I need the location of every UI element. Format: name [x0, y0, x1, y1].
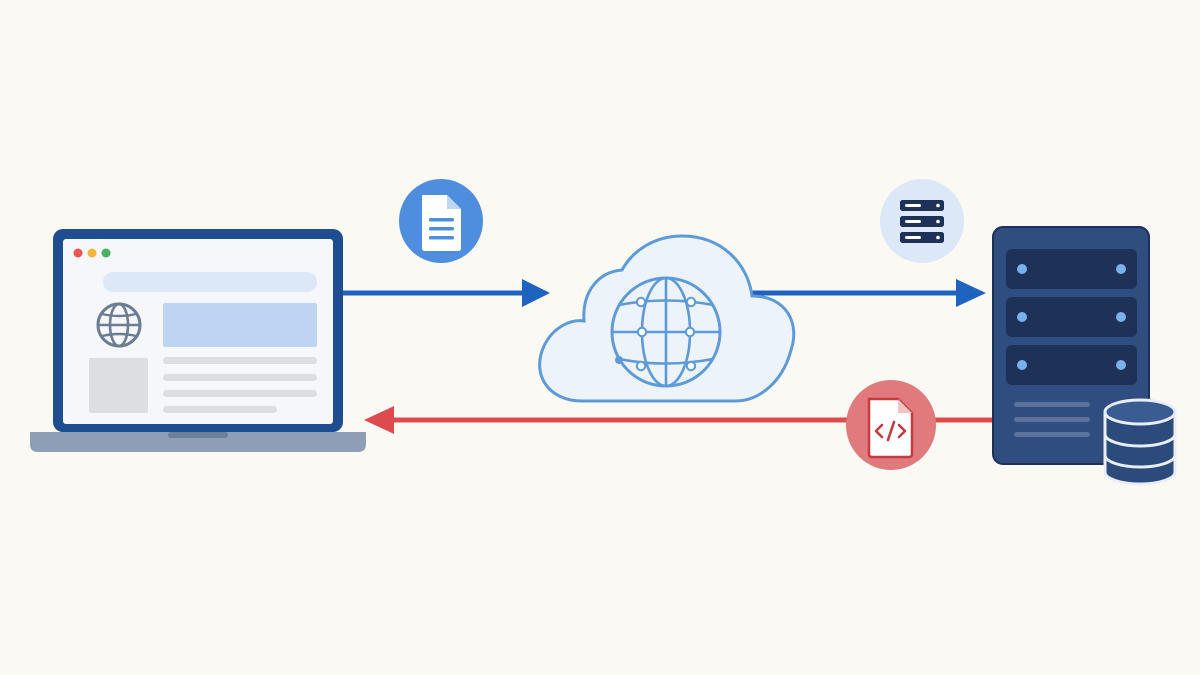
browser-address-bar	[103, 272, 317, 292]
laptop-icon	[30, 229, 366, 452]
globe-icon	[96, 302, 142, 348]
browser-text-line	[163, 406, 277, 413]
window-dot-green	[101, 248, 111, 258]
browser-text-line	[163, 390, 317, 397]
database-icon	[1103, 398, 1177, 486]
laptop-base	[30, 432, 366, 452]
document-icon	[399, 179, 483, 263]
request-arrow-client-to-cloud	[342, 279, 550, 307]
network-globe	[610, 276, 722, 388]
server-rack-icon	[880, 179, 964, 263]
window-dot-yellow	[87, 248, 97, 258]
window-dot-red	[73, 248, 83, 258]
laptop-notch	[168, 432, 228, 438]
browser-text-line	[163, 374, 317, 381]
browser-hero-banner	[163, 303, 317, 347]
request-arrow-cloud-to-server	[752, 279, 986, 307]
browser-text-line	[163, 357, 317, 364]
cloud-globe-icon	[538, 234, 796, 403]
code-file-icon	[846, 380, 936, 470]
browser-image-placeholder	[89, 358, 148, 413]
